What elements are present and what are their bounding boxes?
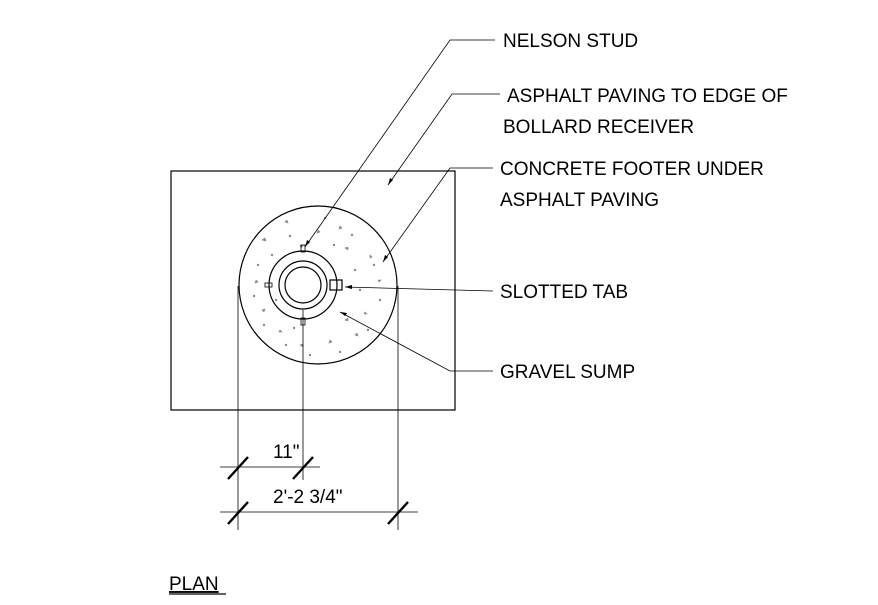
leader-slotted-tab-arrow — [345, 285, 352, 289]
dimension-inner-label: 11" — [273, 442, 299, 463]
label-asphalt-line2: BOLLARD RECEIVER — [503, 117, 694, 138]
paving-outline — [170, 170, 456, 411]
leader-slotted-tab — [344, 286, 494, 292]
leader-nelson-stud-arrow — [305, 240, 310, 247]
label-slotted-tab: SLOTTED TAB — [500, 282, 628, 303]
dimension-outer-label: 2'-2 3/4" — [273, 487, 343, 508]
concrete-hatch — [252, 216, 382, 357]
label-concrete-line1: CONCRETE FOOTER UNDER — [500, 159, 764, 180]
leader-gravel-sump-arrow — [340, 312, 347, 316]
dimension-extension-lines — [237, 286, 399, 530]
leader-asphalt — [387, 93, 500, 186]
receiver-middle-ring — [278, 260, 328, 310]
label-concrete-line2: ASPHALT PAVING — [500, 190, 659, 211]
label-asphalt-line1: ASPHALT PAVING TO EDGE OF — [507, 86, 788, 107]
concrete-footer — [238, 205, 398, 365]
leader-concrete — [382, 167, 493, 263]
leader-gravel-sump — [339, 311, 493, 372]
receiver-inner-ring — [284, 266, 322, 304]
leader-concrete-arrow — [383, 255, 388, 262]
view-title: PLAN — [169, 574, 219, 595]
label-gravel-sump: GRAVEL SUMP — [500, 362, 635, 383]
leader-asphalt-arrow — [388, 178, 393, 185]
label-nelson-stud: NELSON STUD — [503, 31, 638, 52]
leader-nelson-stud — [304, 39, 495, 248]
dimension-ticks — [227, 456, 409, 525]
slotted-tab — [329, 279, 343, 291]
